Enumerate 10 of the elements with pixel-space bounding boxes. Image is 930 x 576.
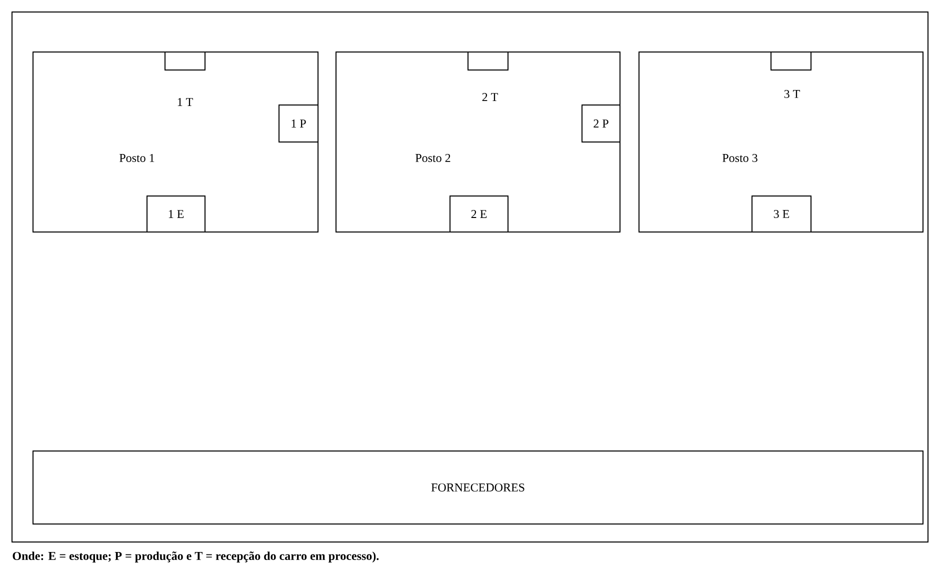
- supplier-box: FORNECEDORES: [32, 450, 924, 524]
- caption: Onde: E = estoque; P = produção e T = recepção do carro em processo).: [12, 552, 379, 562]
- stock-box: 1 E: [146, 196, 206, 232]
- reception-box: [770, 52, 812, 70]
- production-box: 2 P: [582, 104, 620, 142]
- reception-box: [164, 52, 206, 70]
- production-box: 1 P: [278, 104, 318, 142]
- stock-box: 2 E: [450, 196, 508, 232]
- stock-box: 3 E: [752, 196, 812, 232]
- reception-box: [468, 52, 508, 70]
